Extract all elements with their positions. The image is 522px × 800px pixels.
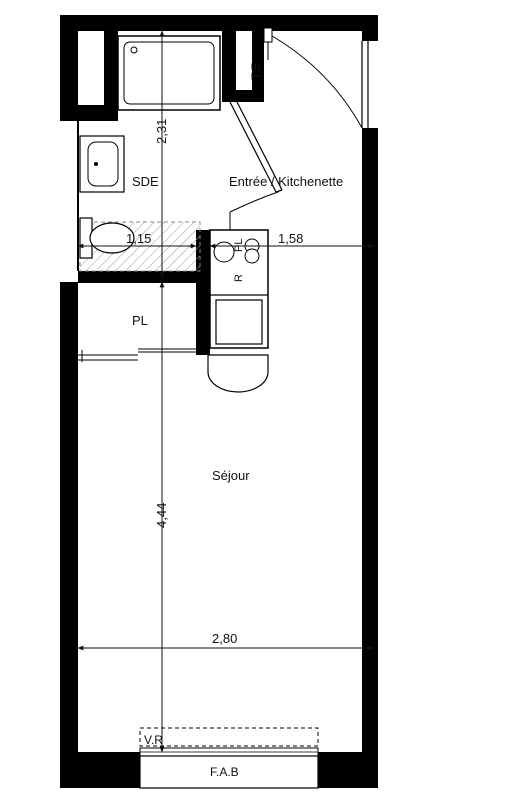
walls (60, 15, 378, 788)
room-label-vr: V.R (144, 733, 163, 747)
appliance-label-plates: PL (233, 239, 245, 252)
dim-label-sejour-width: 2,80 (212, 631, 237, 646)
room-label-te: T.E. (249, 59, 263, 80)
dim-label-entree-width: 1,58 (278, 231, 303, 246)
dim-label-sejour-height: 4,44 (154, 503, 169, 528)
entrance-door (263, 27, 369, 129)
sde-door (229, 99, 283, 230)
room-label-fab: F.A.B (210, 765, 239, 779)
room-label-sde: SDE (132, 174, 159, 189)
room-label-pl: PL (132, 313, 148, 328)
kitchenette (207, 229, 269, 393)
window (139, 727, 319, 789)
dim-label-sde-height: 2,31 (154, 119, 169, 144)
room-label-entree: Entrée / Kitchenette (229, 174, 343, 189)
bathtub (117, 35, 221, 111)
room-label-sejour: Séjour (212, 468, 250, 483)
appliance-label-fridge: R (233, 274, 245, 282)
dimension-lines (77, 30, 375, 753)
dim-label-sde-width: 1,15 (126, 231, 151, 246)
washbasin (79, 135, 125, 193)
pl-closet (78, 348, 196, 362)
